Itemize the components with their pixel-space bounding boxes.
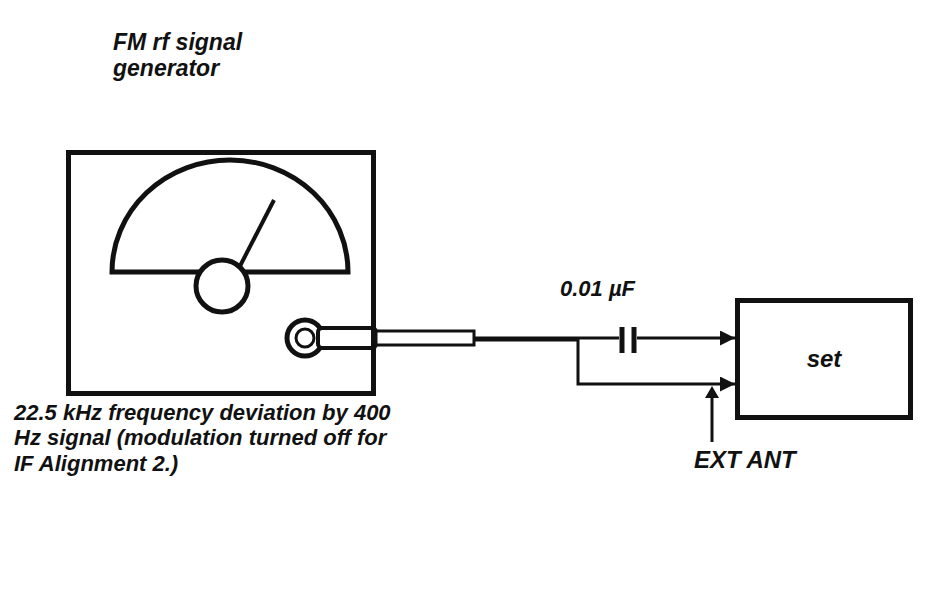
- capacitor-gap: [619, 326, 637, 354]
- modulation-note: 22.5 kHz frequency deviation by 400 Hz s…: [14, 400, 394, 476]
- meter-arc: [112, 160, 348, 272]
- coax-cable: [376, 331, 474, 345]
- set-box: set: [735, 298, 913, 420]
- meter-needle: [240, 200, 274, 266]
- node-heading: FM rf signal generator: [113, 29, 323, 82]
- connector-core: [296, 329, 314, 347]
- leader-arrowhead: [705, 386, 719, 398]
- meter-pivot: [196, 260, 248, 312]
- terminal-name: EXT ANT: [694, 446, 924, 474]
- node-label: set: [807, 345, 842, 373]
- leader-line: [711, 396, 714, 442]
- cable-plug: [318, 328, 376, 348]
- signal-generator-box: FM rf signal generator: [66, 150, 376, 396]
- capacitor-plate: [632, 327, 637, 353]
- ground-wire: [376, 340, 735, 384]
- capacitor-value: 0.01 µF: [560, 276, 690, 301]
- capacitor-plate: [620, 327, 625, 353]
